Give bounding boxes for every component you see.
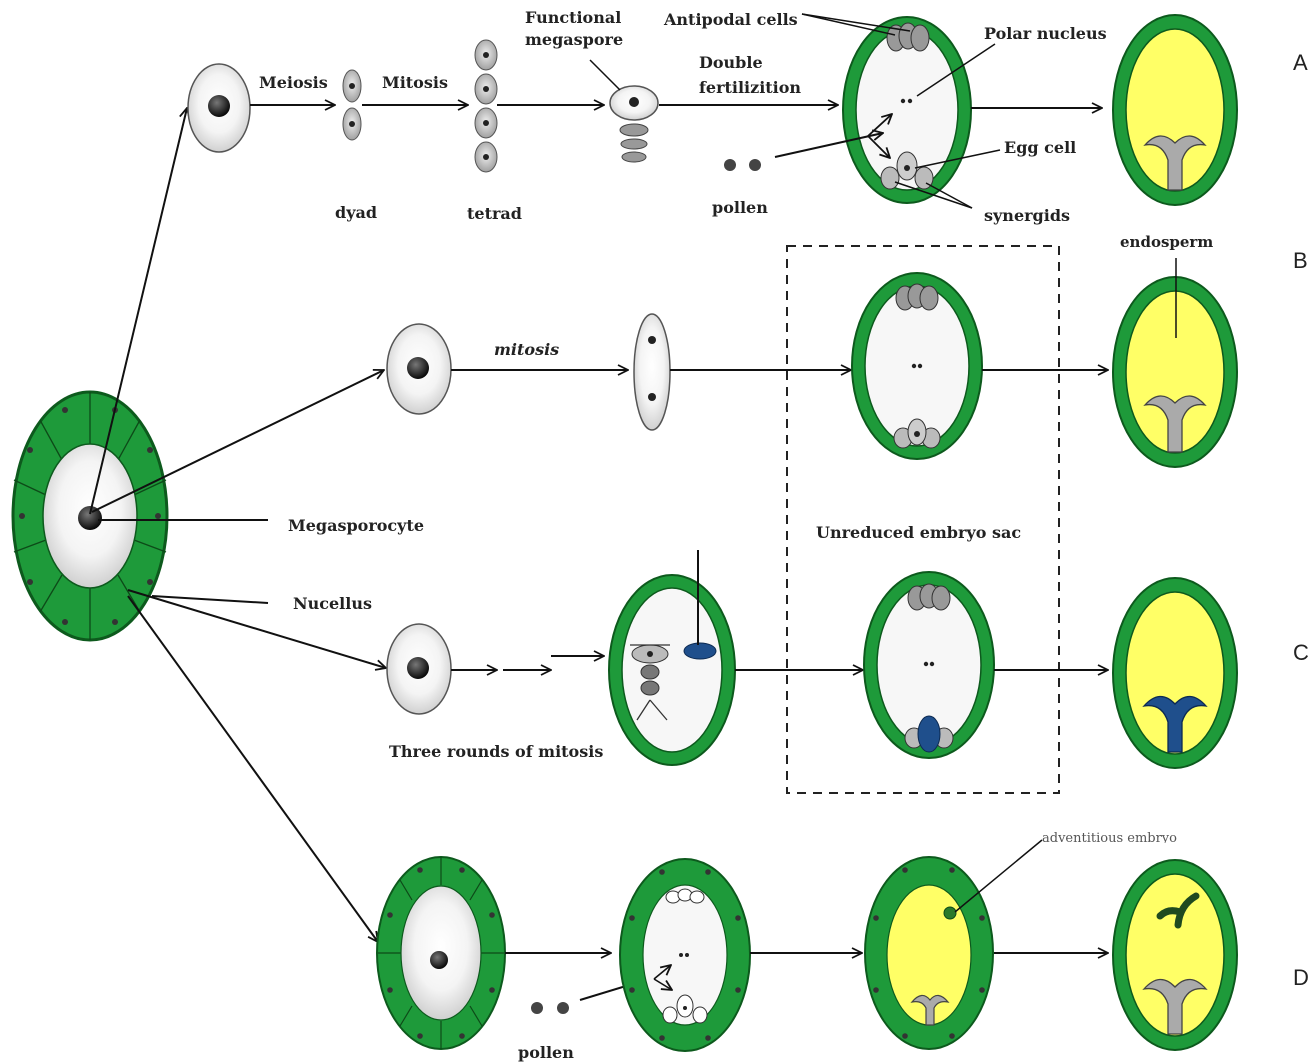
row-a-seed xyxy=(1112,14,1238,206)
row-d-seed-developing xyxy=(864,856,994,1050)
row-a-embryo-sac xyxy=(842,16,972,204)
tetrad-cells xyxy=(474,39,498,173)
label-endosperm: endosperm xyxy=(1120,233,1214,251)
label-pollen-d: pollen xyxy=(518,1043,574,1062)
label-megasporocyte: Megasporocyte xyxy=(288,516,425,535)
row-a-cell xyxy=(187,63,251,153)
label-meiosis: Meiosis xyxy=(259,73,328,92)
row-c-embryo-sac xyxy=(863,571,995,759)
label-unreduced-embryo-sac: Unreduced embryo sac xyxy=(816,523,1022,542)
label-dyad: dyad xyxy=(335,203,378,222)
label-polar-nucleus: Polar nucleus xyxy=(984,24,1107,43)
label-functional-megaspore-2: megaspore xyxy=(525,30,624,49)
row-d-nucellus xyxy=(376,856,506,1050)
label-antipodal-cells: Antipodal cells xyxy=(664,10,798,29)
row-d-seed xyxy=(1112,859,1238,1051)
label-functional-megaspore-1: Functional xyxy=(525,8,622,27)
label-tetrad: tetrad xyxy=(467,204,522,223)
row-b-seed xyxy=(1112,276,1238,468)
functional-megaspore xyxy=(609,85,659,163)
label-double-fertilization-1: Double xyxy=(699,53,763,72)
label-pollen-a: pollen xyxy=(712,198,768,217)
row-c-seed xyxy=(1112,577,1238,769)
label-mitosis-a: Mitosis xyxy=(382,73,448,92)
row-label-a: A xyxy=(1293,50,1308,75)
megasporocyte-nucleus xyxy=(78,506,102,530)
label-nucellus: Nucellus xyxy=(293,594,372,613)
label-double-fertilization-2: fertilizition xyxy=(699,78,802,97)
pollen-d xyxy=(531,1002,569,1014)
label-adventitious-embryo: adventitious embryo xyxy=(1042,831,1177,843)
pollen-a xyxy=(724,159,761,171)
dyad-cells xyxy=(342,69,362,141)
row-label-d: D xyxy=(1293,965,1309,990)
row-c-cell xyxy=(386,623,452,715)
row-b-mitosis-cell xyxy=(633,313,671,431)
row-b-embryo-sac xyxy=(851,272,983,460)
row-b-cell xyxy=(386,323,452,415)
label-synergids: synergids xyxy=(984,206,1071,225)
row-label-c: C xyxy=(1293,640,1309,665)
row-c-embryo-sac-mitosis xyxy=(608,574,736,766)
unreduced-embryo-sac-box xyxy=(786,245,1060,794)
row-label-b: B xyxy=(1293,248,1308,273)
label-mitosis-b: mitosis xyxy=(494,340,560,359)
label-three-rounds-of-mitosis: Three rounds of mitosis xyxy=(389,742,604,761)
central-nucellus xyxy=(11,390,169,642)
label-egg-cell: Egg cell xyxy=(1004,138,1077,157)
row-d-embryo-sac xyxy=(619,858,751,1052)
